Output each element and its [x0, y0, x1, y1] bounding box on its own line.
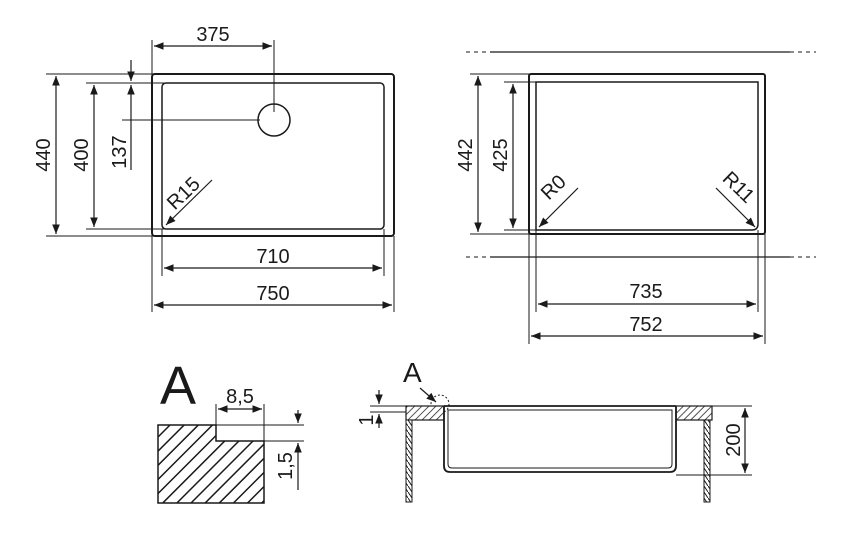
dim-radius-right: R11 [718, 168, 759, 208]
hatched-profile [157, 424, 265, 504]
cabinet-wall-left [405, 419, 413, 503]
bowl-inner-profile [447, 409, 673, 469]
detail-a: A 8,5 1,5 [157, 356, 304, 504]
cabinet-wall-right [703, 419, 711, 503]
dim-radius-left: R0 [537, 171, 571, 205]
inner-bowl-outline [535, 81, 759, 231]
outer-outline [528, 73, 766, 235]
dim-radius: R15 [163, 173, 205, 214]
dim-outer-width-right: 752 [629, 314, 662, 336]
dim-inner-width-right: 735 [629, 281, 662, 303]
radius-leader-left [538, 187, 579, 228]
plan-view-left: 375 440 400 137 R15 710 750 [33, 24, 395, 312]
outer-outline [151, 73, 395, 237]
detail-dim-height: 1,5 [275, 452, 297, 480]
detail-label: A [160, 356, 196, 416]
dim-inner-depth-right: 425 [490, 138, 512, 171]
section-dim-depth: 200 [723, 423, 745, 456]
dim-hole-offset: 375 [196, 24, 229, 46]
radius-leader-right [715, 187, 756, 228]
section-dim-lip: 1 [356, 414, 378, 425]
radius-leader [165, 179, 213, 226]
dim-outer-width: 750 [256, 283, 289, 305]
bowl-profile [443, 405, 677, 473]
dim-inner-depth: 400 [71, 138, 93, 171]
detail-ref-leader [419, 387, 437, 403]
detail-ref-circle [430, 394, 450, 414]
inner-bowl-outline [161, 82, 385, 230]
section-view: A 1 200 [356, 357, 752, 503]
worktop-right [675, 405, 713, 421]
plan-view-right: 442 425 R0 R11 735 752 [455, 51, 816, 344]
dim-inner-width: 710 [256, 246, 289, 268]
dim-outer-depth: 440 [33, 138, 55, 171]
worktop-left [405, 405, 445, 421]
dim-outer-depth-right: 442 [455, 138, 477, 171]
dim-hole-from-top: 137 [109, 135, 131, 168]
detail-dim-width: 8,5 [226, 386, 254, 408]
section-detail-ref: A [403, 357, 422, 388]
